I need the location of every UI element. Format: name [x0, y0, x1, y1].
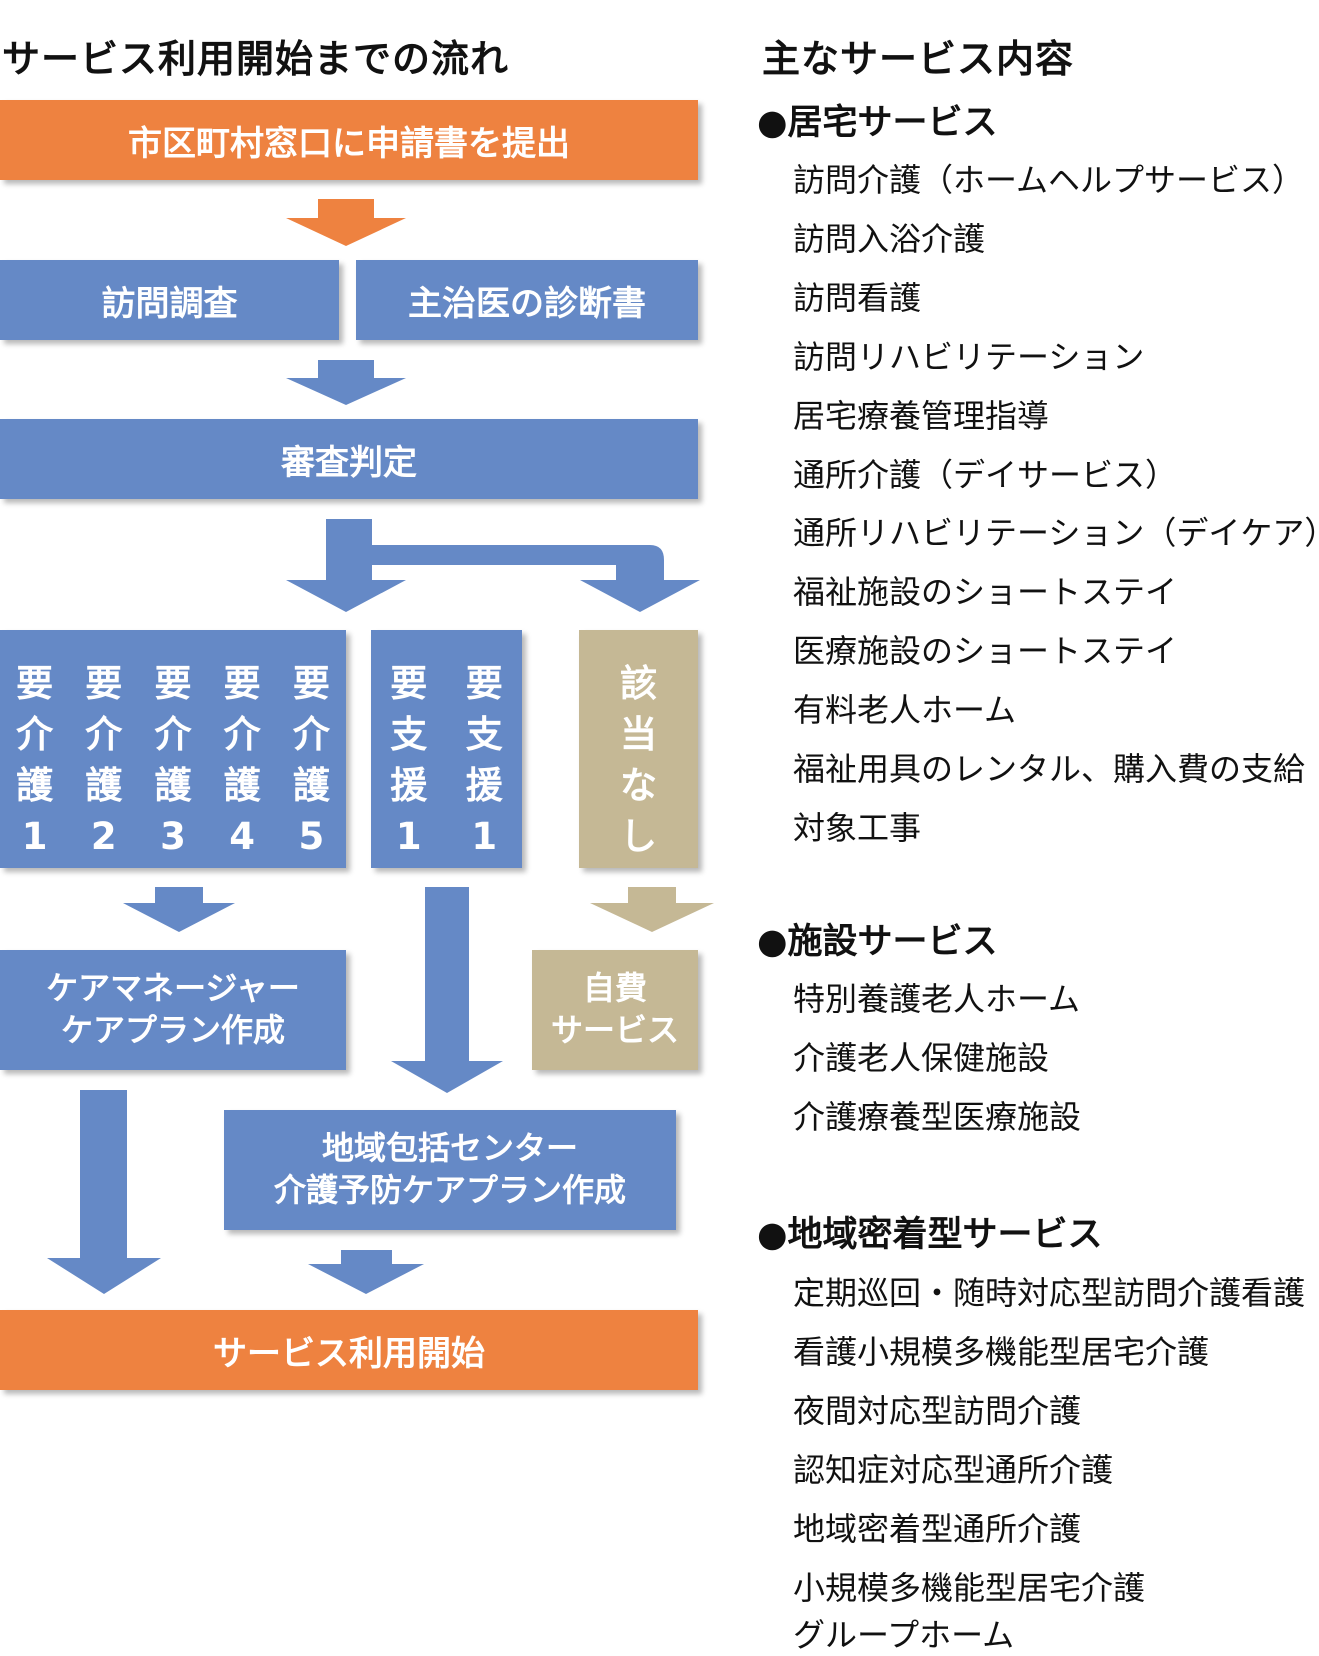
- list-item: 対象工事: [793, 809, 922, 847]
- list-item: 通所リハビリテーション（デイケア）: [793, 514, 1319, 552]
- flow-title: サービス利用開始までの流れ: [2, 37, 510, 81]
- regional-center-line1: 地域包括センター: [321, 1129, 578, 1168]
- list-item: 特別養護老人ホーム: [793, 980, 1081, 1018]
- self-pay-line1: 自費: [582, 969, 647, 1008]
- step-home-survey: 訪問調査: [0, 260, 339, 340]
- arrow-down-orange: [286, 199, 406, 246]
- arrow-down-regional: [308, 1250, 424, 1294]
- care-manager-line1: ケアマネージャー: [46, 969, 300, 1008]
- arrow-down-tan: [590, 887, 714, 932]
- list-item: 認知症対応型通所介護: [793, 1451, 1114, 1489]
- list-item: 福祉用具のレンタル、購入費の支給: [793, 750, 1306, 788]
- arrow-down-caremanager: [47, 1090, 161, 1294]
- step-doctor-diagnosis: 主治医の診断書: [356, 260, 698, 340]
- arrow-split: [286, 519, 700, 612]
- care-manager-line2: ケアプラン作成: [60, 1011, 285, 1049]
- section-heading-community-services: ●地域密着型サービス: [757, 1215, 1103, 1255]
- list-item: 訪問介護（ホームヘルプサービス）: [793, 161, 1305, 199]
- section-heading-facility-services: ●施設サービス: [757, 922, 998, 962]
- step-service-start: サービス利用開始: [0, 1310, 698, 1390]
- list-item: 居宅療養管理指導: [793, 397, 1050, 435]
- list-item: 小規模多機能型居宅介護: [793, 1569, 1146, 1607]
- list-item: 訪問リハビリテーション: [793, 338, 1145, 376]
- section-heading-home-services: ●居宅サービス: [757, 103, 998, 143]
- list-item: 地域密着型通所介護: [793, 1510, 1082, 1548]
- list-item: 医療施設のショートステイ: [793, 632, 1178, 670]
- not-applicable-box: 該当なし: [579, 630, 698, 868]
- arrow-down-blue: [286, 360, 406, 405]
- regional-center-plan: 地域包括センター 介護予防ケアプラン作成: [224, 1110, 676, 1230]
- services-title: 主なサービス内容: [762, 37, 1075, 81]
- list-item: 有料老人ホーム: [793, 691, 1017, 729]
- self-pay-service: 自費 サービス: [532, 950, 698, 1070]
- step-submit-application: 市区町村窓口に申請書を提出: [0, 100, 698, 180]
- arrow-down-care: [123, 887, 235, 932]
- self-pay-line2: サービス: [550, 1011, 679, 1049]
- step-review-judgement: 審査判定: [0, 419, 698, 499]
- not-applicable-text: 該当なし: [620, 662, 657, 858]
- list-item: 介護老人保健施設: [793, 1039, 1050, 1077]
- list-item: 福祉施設のショートステイ: [793, 573, 1178, 611]
- list-item: 訪問看護: [793, 279, 922, 317]
- list-item: グループホーム: [793, 1616, 1015, 1654]
- care-manager-plan: ケアマネージャー ケアプラン作成: [0, 950, 346, 1070]
- arrow-down-support: [391, 887, 503, 1093]
- list-item: 看護小規模多機能型居宅介護: [793, 1333, 1210, 1371]
- regional-center-line2: 介護予防ケアプラン作成: [273, 1171, 626, 1209]
- list-item: 夜間対応型訪問介護: [793, 1392, 1082, 1430]
- list-item: 介護療養型医療施設: [793, 1098, 1082, 1136]
- list-item: 訪問入浴介護: [793, 220, 986, 258]
- list-item: 定期巡回・随時対応型訪問介護看護: [793, 1274, 1306, 1312]
- list-item: 通所介護（デイサービス）: [793, 456, 1178, 494]
